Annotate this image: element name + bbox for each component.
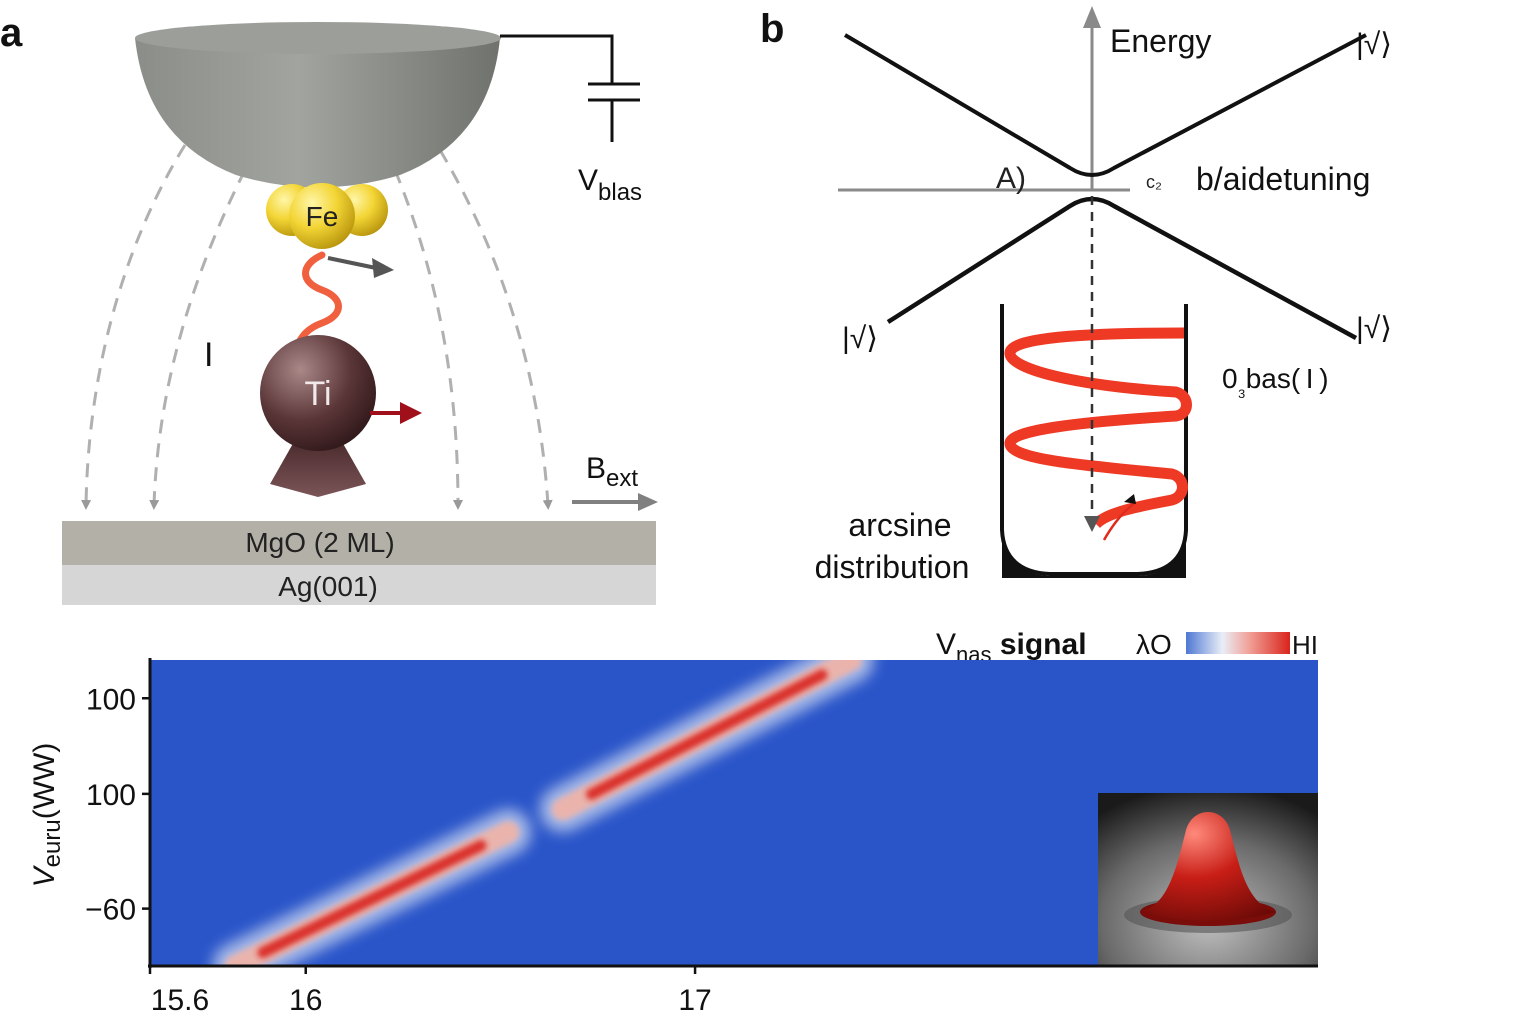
y-axis-label: Veuru(WW) (28, 743, 66, 888)
x-tick-label-1: 15.6 (151, 984, 209, 1017)
heatmap-ridge-2 (539, 660, 874, 833)
stm-tip (135, 24, 500, 188)
coupling-wave (292, 251, 342, 349)
oscillation-tip (1124, 494, 1136, 504)
field-lines (81, 144, 553, 510)
state-left: |√⟩ (842, 322, 878, 355)
energy-axis (1083, 6, 1101, 190)
plot-axes (148, 658, 1318, 968)
bext-label: Bext (586, 452, 638, 492)
ti-atom: Ti (260, 335, 376, 497)
field-line-inner-right (393, 169, 463, 510)
stm-tip-rim (135, 22, 501, 54)
fe-atom: Fe (266, 183, 388, 249)
fe-label: Fe (306, 201, 339, 232)
y-tick-label-2: 100 (86, 779, 136, 812)
energy-label: Energy (1110, 23, 1211, 59)
colorbar (1186, 632, 1290, 654)
oscillation-tail (1102, 500, 1137, 541)
x-tick-label-3: 17 (678, 984, 711, 1017)
arcsine-label-line2: distribution (815, 549, 970, 585)
vbias-label: Vblas (578, 164, 642, 206)
bext-arrow (572, 493, 658, 511)
panel-a: a Vblas Fe (0, 11, 658, 605)
gap-label: A) (996, 162, 1026, 195)
ag-layer (62, 565, 656, 605)
bias-circuit (500, 34, 640, 142)
potential-well (1000, 304, 1188, 576)
arcsine-label-line1: arcsine (848, 507, 951, 543)
ti-label: Ti (304, 375, 331, 413)
detuning-label: b/aidetuning (1196, 161, 1370, 197)
panel-a-letter: a (0, 11, 23, 55)
mgo-label: MgO (2 ML) (245, 527, 394, 558)
heatmap-ridge-1 (212, 809, 532, 966)
x-tick-label-2: 16 (289, 984, 322, 1017)
heatmap-ridges (212, 660, 874, 966)
colorbar-low-label: λO (1136, 629, 1172, 660)
current-label: I (204, 336, 213, 374)
y-tick-label-3: −60 (85, 894, 136, 927)
fe-spin-arrow (327, 256, 394, 278)
inset-peak (1098, 793, 1318, 966)
colorbar-high-label: HI (1292, 630, 1318, 660)
lower-branch (886, 196, 1358, 340)
field-line-outer-left (81, 144, 187, 510)
well-fill (1002, 530, 1186, 578)
panel-b-letter: b (760, 7, 784, 51)
ti-spin-arrow (370, 402, 422, 424)
mgo-layer (62, 521, 656, 565)
dashed-guide-arrow (1084, 516, 1100, 532)
oscillation-trace (1004, 327, 1192, 529)
drive-label: 0₃bas( I ) (1222, 363, 1329, 401)
upper-branch (843, 33, 1367, 177)
ag-label: Ag(001) (278, 571, 378, 602)
state-top-right: |√⟩ (1356, 28, 1392, 61)
field-line-inner-left (149, 169, 247, 510)
x-ticks: 15.6 16 17 (148, 966, 712, 1017)
panel-b: b Energy |√⟩ |√⟩ |√⟩ A) c₂ b/aidetuning (760, 6, 1392, 585)
y-ticks: 100 100 −60 (85, 683, 150, 927)
state-bottom-right: |√⟩ (1356, 312, 1392, 345)
y-tick-label-1: 100 (86, 683, 136, 716)
gap-small-label: c₂ (1146, 172, 1162, 192)
field-line-outer-right (438, 149, 553, 510)
